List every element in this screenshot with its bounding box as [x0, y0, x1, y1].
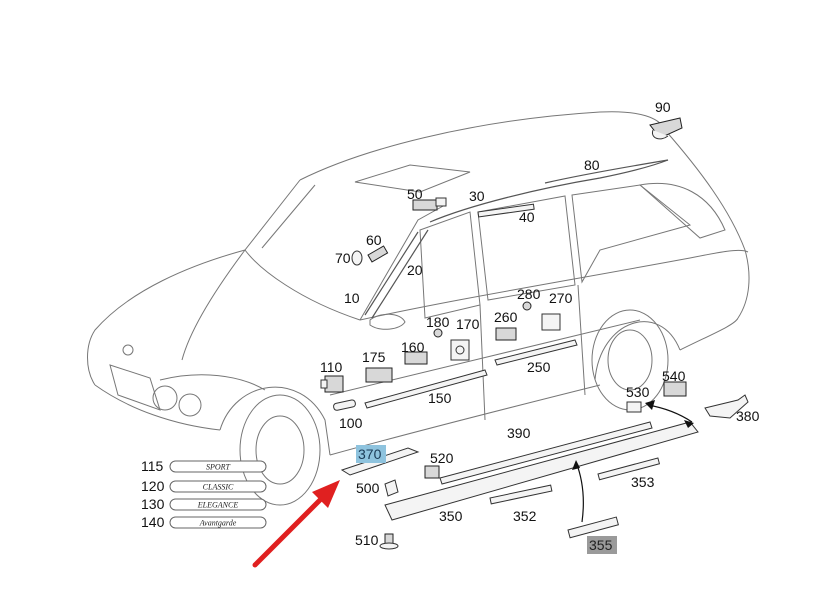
label-110: 110	[320, 359, 343, 375]
part-100-emblem	[333, 399, 356, 411]
part-260-clip	[495, 327, 517, 341]
part-500-nut	[384, 479, 399, 497]
part-110-clip	[320, 375, 344, 393]
part-170-clip	[450, 339, 470, 361]
label-170: 170	[456, 316, 480, 332]
label-30: 30	[469, 188, 485, 204]
part-350-side-skirt	[384, 421, 699, 521]
label-270: 270	[549, 290, 573, 306]
part-390-strip	[439, 421, 653, 485]
label-175: 175	[362, 349, 386, 365]
leader-arrow-355	[572, 460, 584, 523]
part-510-screw	[379, 533, 399, 550]
roof-rail-30	[429, 159, 669, 223]
part-520-clip	[424, 465, 440, 479]
label-353: 353	[631, 474, 655, 490]
label-350: 350	[439, 508, 463, 524]
label-120: 120	[141, 478, 165, 494]
part-160-clip	[404, 351, 428, 365]
roof-rail-80	[544, 159, 669, 184]
label-80: 80	[584, 157, 600, 173]
label-140: 140	[141, 514, 165, 530]
part-175-clip	[365, 367, 393, 383]
label-70: 70	[335, 250, 351, 266]
part-50-clip	[412, 197, 447, 211]
part-280-nut	[522, 301, 532, 311]
emblem-elegance-text: ELEGANCE	[197, 501, 239, 510]
red-pointer-arrow	[252, 480, 340, 568]
emblem-classic-text: CLASSIC	[203, 483, 234, 492]
emblem-classic	[169, 480, 267, 493]
label-250: 250	[527, 359, 551, 375]
label-500: 500	[356, 480, 380, 496]
label-60: 60	[366, 232, 382, 248]
part-labels: 90 80 30 50 40 60 70 20 10 280 270 260 1…	[141, 99, 760, 553]
label-50: 50	[407, 186, 423, 202]
label-355: 355	[589, 537, 613, 553]
label-390: 390	[507, 425, 531, 441]
part-270-clip	[541, 313, 561, 331]
highlight-370	[356, 445, 386, 463]
part-90-antenna	[649, 117, 683, 140]
part-70-clip	[351, 250, 363, 266]
part-250-door-molding	[494, 339, 578, 366]
part-355-trim	[567, 516, 619, 539]
car-outline	[87, 111, 750, 506]
label-100: 100	[339, 415, 363, 431]
emblem-avantgarde-text: Avantgarde	[199, 519, 237, 528]
part-380-bracket	[704, 394, 749, 419]
part-60-clip	[367, 245, 389, 263]
label-510: 510	[355, 532, 379, 548]
emblem-sport	[169, 460, 267, 473]
label-280: 280	[517, 286, 541, 302]
part-540-clip	[663, 381, 687, 397]
label-530: 530	[626, 384, 650, 400]
label-370: 370	[358, 446, 382, 462]
label-520: 520	[430, 450, 454, 466]
part-352-trim	[489, 484, 553, 505]
label-20: 20	[407, 262, 423, 278]
part-180-nut	[433, 328, 443, 338]
label-160: 160	[401, 339, 425, 355]
label-380: 380	[736, 408, 760, 424]
emblem-list: SPORT CLASSIC ELEGANCE Avantgarde	[169, 460, 267, 529]
emblem-avantgarde	[169, 516, 267, 529]
label-150: 150	[428, 390, 452, 406]
leader-arrow-530	[645, 400, 694, 428]
label-115: 115	[141, 458, 164, 474]
a-pillar-trim-10-20	[364, 229, 429, 319]
label-130: 130	[141, 496, 165, 512]
emblem-sport-text: SPORT	[206, 463, 231, 472]
part-40-molding	[477, 203, 535, 218]
label-10: 10	[344, 290, 360, 306]
label-352: 352	[513, 508, 537, 524]
label-180: 180	[426, 314, 450, 330]
highlight-355	[587, 536, 617, 554]
label-540: 540	[662, 368, 686, 384]
part-530-clip	[626, 401, 642, 413]
label-260: 260	[494, 309, 518, 325]
label-40: 40	[519, 209, 535, 225]
part-150-door-molding	[364, 369, 488, 409]
emblem-elegance	[169, 498, 267, 511]
label-90: 90	[655, 99, 671, 115]
part-353-trim	[597, 457, 661, 481]
